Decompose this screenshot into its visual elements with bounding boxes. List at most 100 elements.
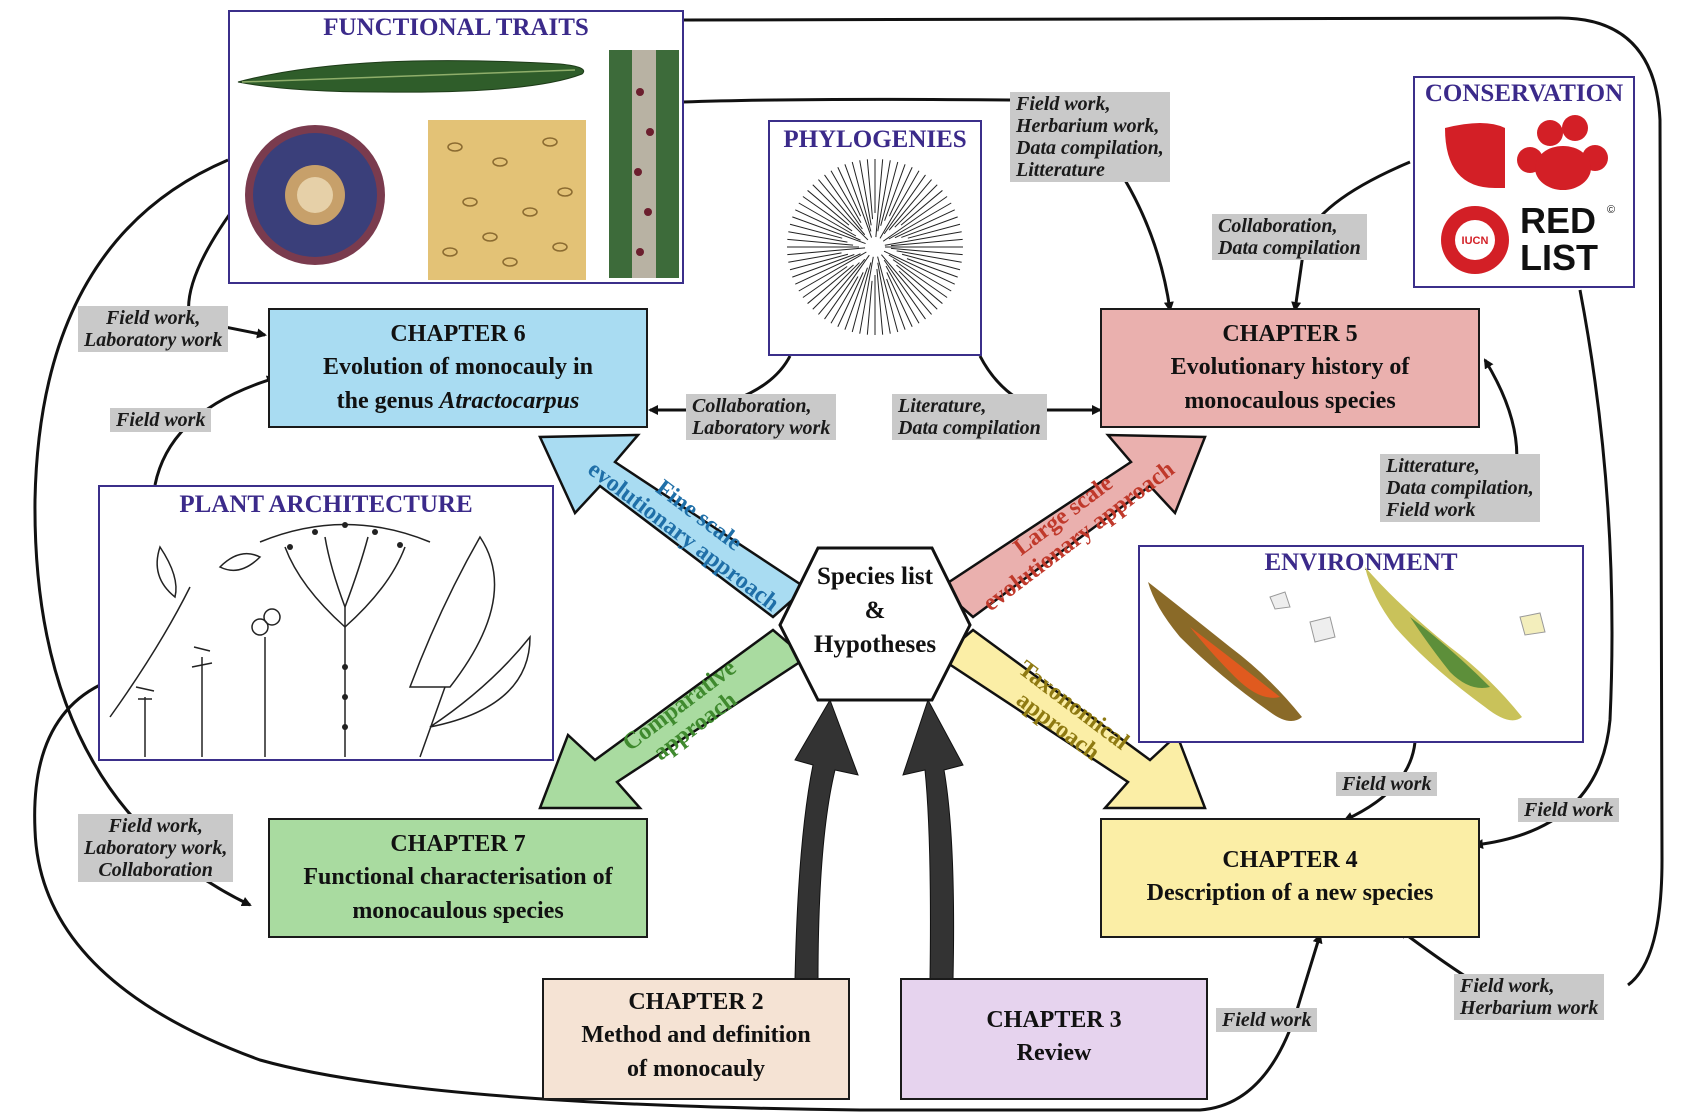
tag-fieldwork-lab-1: Field work,Laboratory work bbox=[78, 306, 229, 352]
red-list-word-2: LIST bbox=[1520, 237, 1598, 278]
functional-traits-title: FUNCTIONAL TRAITS bbox=[323, 14, 589, 41]
tag-literature-data: Literature,Data compilation bbox=[892, 394, 1047, 440]
red-list-logo: IUCN RED LIST © bbox=[1441, 115, 1615, 278]
plant-architecture-panel: PLANT ARCHITECTURE bbox=[98, 485, 554, 761]
phylogeny-branch bbox=[824, 174, 863, 230]
phylogeny-branch bbox=[901, 216, 958, 238]
phylogenies-title: PHYLOGENIES bbox=[783, 126, 967, 153]
arrow-ch3-to-center bbox=[902, 698, 964, 981]
phylogeny-branch bbox=[866, 159, 874, 220]
leaf-surface-image bbox=[428, 120, 586, 280]
phylogeny-branch bbox=[886, 272, 913, 327]
phylogeny-branch bbox=[881, 254, 932, 315]
tag-collab-lab: Collaboration,Laboratory work bbox=[686, 394, 837, 440]
arrow-large-scale bbox=[937, 433, 1207, 619]
phylogeny-branch bbox=[866, 280, 873, 335]
phylogeny-branch bbox=[830, 170, 862, 224]
red-list-word-1: RED bbox=[1520, 200, 1596, 241]
phylogeny-branch bbox=[787, 238, 854, 246]
phylogeny-branch bbox=[798, 202, 857, 237]
tag-fieldwork-env: Field work bbox=[1336, 772, 1438, 796]
phylogeny-branch bbox=[792, 216, 866, 245]
chapter-5-title: CHAPTER 5 bbox=[1222, 321, 1358, 347]
chapter-6-box: CHAPTER 6 Evolution of monocauly in the … bbox=[268, 308, 648, 428]
phylogeny-branch bbox=[830, 276, 859, 324]
center-hexagon bbox=[778, 546, 972, 702]
tag-lit-data-field: Litterature,Data compilation, Field work bbox=[1380, 454, 1540, 522]
environment-title: ENVIRONMENT bbox=[1264, 549, 1458, 576]
chapter-7-line1: Functional characterisation of bbox=[303, 864, 613, 890]
environment-maps-image bbox=[1148, 567, 1546, 721]
phylogeny-branch bbox=[795, 253, 861, 285]
phylogeny-branch bbox=[882, 196, 948, 242]
phylogeny-branch bbox=[802, 196, 853, 232]
arrow-fine-scale bbox=[538, 433, 809, 619]
phylogeny-branch bbox=[837, 272, 864, 327]
tag-collab-data: Collaboration,Data compilation bbox=[1212, 214, 1367, 260]
phylogeny-branch bbox=[885, 265, 920, 324]
chapter-3-title: CHAPTER 3 bbox=[986, 1007, 1122, 1033]
phylogeny-branch bbox=[879, 170, 920, 239]
phylogeny-branch bbox=[907, 223, 961, 239]
phylogeny-branch bbox=[818, 258, 866, 315]
chapter-5-line2: monocaulous species bbox=[1184, 388, 1396, 414]
phylogeny-branch bbox=[888, 167, 913, 217]
chapter-3-box: CHAPTER 3 Review bbox=[900, 978, 1208, 1100]
tag-fieldwork-bottom: Field work bbox=[1216, 1008, 1318, 1032]
arrow-ch2-to-center bbox=[794, 698, 859, 981]
phylogeny-branch bbox=[788, 252, 842, 263]
trunk-image bbox=[609, 50, 679, 278]
chapter-7-box: CHAPTER 7 Functional characterisation of… bbox=[268, 818, 648, 938]
phylogeny-branch bbox=[884, 231, 962, 246]
phylogeny-branch bbox=[888, 202, 952, 240]
phylogeny-branch bbox=[802, 266, 848, 298]
phylogeny-branch bbox=[818, 179, 866, 236]
chapter-4-line1: Description of a new species bbox=[1146, 880, 1434, 906]
phylogeny-branch bbox=[844, 267, 868, 330]
tag-fieldwork-herbarium-data-lit: Field work,Herbarium work, Data compilat… bbox=[1010, 92, 1170, 182]
phylogeny-branch bbox=[824, 254, 870, 320]
tag-fieldwork-herbarium: Field work,Herbarium work bbox=[1454, 974, 1605, 1020]
phylogeny-branch bbox=[851, 262, 872, 333]
phylogeny-branch bbox=[788, 231, 848, 243]
phylogeny-branch bbox=[789, 253, 849, 271]
chapter-5-line1: Evolutionary history of bbox=[1170, 354, 1410, 380]
phylogeny-branch bbox=[851, 161, 872, 232]
center-label: Species list & Hypotheses bbox=[780, 560, 970, 662]
phylogeny-tree-image bbox=[787, 159, 963, 335]
conservation-title: CONSERVATION bbox=[1424, 80, 1624, 107]
phylogeny-branch bbox=[883, 250, 955, 285]
phylogeny-branch bbox=[896, 250, 962, 263]
phylogeny-branch bbox=[886, 278, 906, 330]
copyright-mark: © bbox=[1607, 204, 1615, 216]
phylogeny-branch bbox=[888, 179, 932, 231]
phylogeny-branch bbox=[877, 262, 891, 334]
stem-cross-section-image bbox=[245, 125, 385, 265]
chapter-6-line1: Evolution of monocauly in bbox=[322, 354, 594, 380]
chapter-5-box: CHAPTER 5 Evolutionary history of monoca… bbox=[1100, 308, 1480, 428]
phylogeny-branch bbox=[792, 254, 855, 278]
phylogeny-branch bbox=[859, 256, 874, 334]
phylogeny-branch bbox=[807, 264, 854, 304]
loop-functional-to-conservation bbox=[682, 16, 1664, 987]
center-line-2: & bbox=[864, 597, 886, 624]
phylogeny-branch bbox=[807, 190, 850, 226]
tag-fieldwork-lab-collab: Field work,Laboratory work, Collaboratio… bbox=[78, 814, 234, 882]
chapter-6-title: CHAPTER 6 bbox=[390, 321, 526, 347]
phylogeny-branch bbox=[812, 184, 869, 241]
center-line-3: Hypotheses bbox=[813, 631, 937, 658]
phylogeny-branch bbox=[787, 247, 866, 256]
functional-traits-panel: FUNCTIONAL TRAITS bbox=[228, 10, 684, 284]
chapter-7-line2: monocaulous species bbox=[352, 898, 564, 924]
phylogeny-branch bbox=[789, 223, 843, 239]
chapter-7-title: CHAPTER 7 bbox=[390, 831, 526, 857]
arrow-taxonomical bbox=[937, 628, 1207, 810]
phylogeny-branch bbox=[812, 262, 860, 310]
chapter-4-title: CHAPTER 4 bbox=[1222, 847, 1358, 873]
chapter-2-line2: of monocauly bbox=[627, 1056, 765, 1082]
chapter-6-line2: the genus Atractocarpus bbox=[336, 388, 580, 414]
phylogeny-branch bbox=[877, 160, 891, 232]
tag-fieldwork-cons: Field work bbox=[1518, 798, 1620, 822]
functional-traits-images bbox=[237, 50, 679, 280]
